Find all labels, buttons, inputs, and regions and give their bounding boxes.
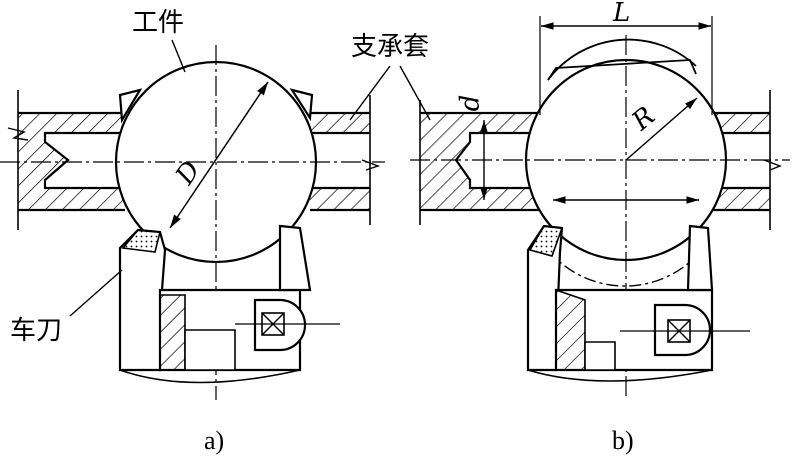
leader-workpiece [171, 39, 186, 73]
leader-sleeve-b [399, 65, 431, 121]
support-sleeve-left-b [419, 100, 542, 225]
leader-turning-tool-a [69, 269, 123, 317]
dimension-R [625, 97, 698, 161]
support-sleeve-right-a [310, 95, 381, 225]
turning-tool-a [118, 224, 340, 384]
caption-b: b) [612, 426, 634, 455]
label-support-sleeve: 支承套 [351, 32, 430, 62]
figure-b [410, 16, 790, 400]
turning-tool-b [526, 224, 750, 382]
label-turning-tool: 车刀 [10, 316, 63, 346]
label-L: L [613, 0, 631, 28]
figure-a [0, 39, 431, 400]
label-workpiece: 工件 [132, 8, 185, 38]
dimension-D [169, 81, 269, 229]
support-sleeve-left-a [7, 90, 127, 230]
label-d: d [455, 94, 486, 112]
caption-a: a) [204, 426, 225, 455]
leader-sleeve-a [349, 65, 391, 121]
